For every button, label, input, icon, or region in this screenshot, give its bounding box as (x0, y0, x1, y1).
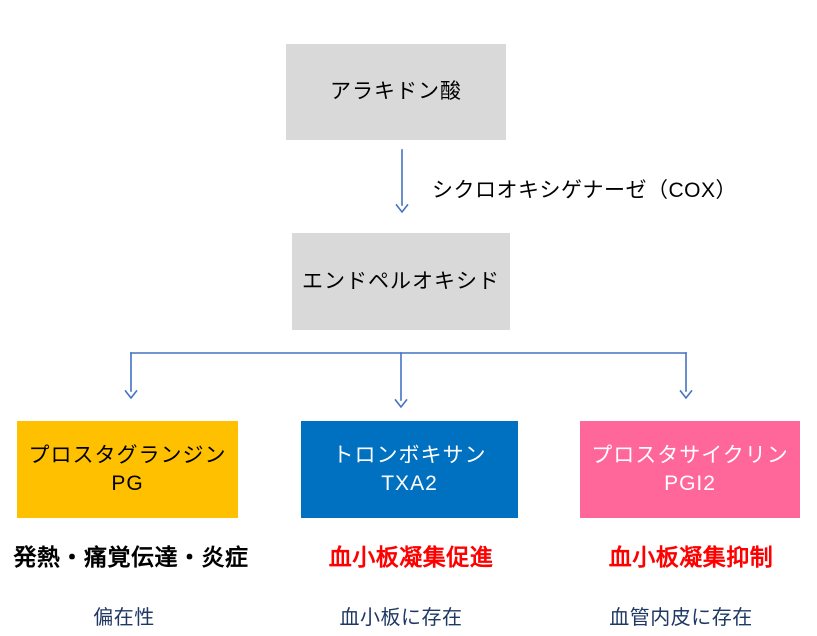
location-label-thromboxane: 血小板に存在 (339, 607, 463, 629)
effect-label-prostacyclin: 血小板凝集抑制 (608, 544, 774, 570)
product-name: プロスタグランジン (28, 443, 227, 467)
product-abbr: TXA2 (381, 471, 438, 495)
branch-arrow-right (679, 352, 693, 400)
location-label-prostaglandin: 偏在性 (93, 607, 155, 629)
product-name: トロンボキサン (332, 443, 487, 467)
prostaglandin-box: プロスタグランジン PG (17, 421, 238, 518)
location-label-prostacyclin: 血管内皮に存在 (609, 607, 753, 629)
branch-arrow-middle (394, 352, 408, 409)
product-name: プロスタサイクリン (591, 443, 789, 467)
arachidonic-acid-label: アラキドン酸 (330, 80, 462, 103)
effect-label-prostaglandin: 発熱・痛覚伝達・炎症 (13, 544, 249, 570)
effect-label-thromboxane: 血小板凝集促進 (328, 544, 494, 570)
branch-arrow-left (124, 352, 138, 400)
arachidonic-acid-box: アラキドン酸 (286, 44, 506, 140)
endoperoxide-label: エンドペルオキシド (302, 269, 500, 293)
thromboxane-box: トロンボキサン TXA2 (301, 421, 518, 518)
product-abbr: PGI2 (664, 471, 716, 495)
enzyme-label: シクロオキシゲナーゼ（COX） (432, 179, 738, 202)
product-abbr: PG (111, 471, 144, 495)
endoperoxide-box: エンドペルオキシド (292, 233, 510, 330)
prostacyclin-box: プロスタサイクリン PGI2 (580, 421, 800, 518)
enzyme-arrow (395, 149, 409, 214)
